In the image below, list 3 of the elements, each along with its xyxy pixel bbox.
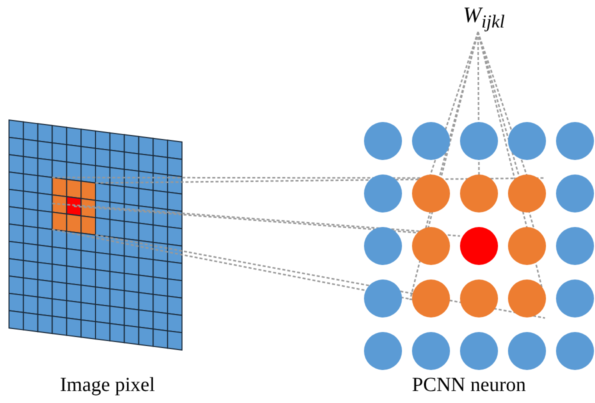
image-label: Image pixel xyxy=(60,374,155,397)
neuron-label: PCNN neuron xyxy=(412,374,526,397)
weight-label: W$_{ijkl}$ xyxy=(463,2,505,32)
